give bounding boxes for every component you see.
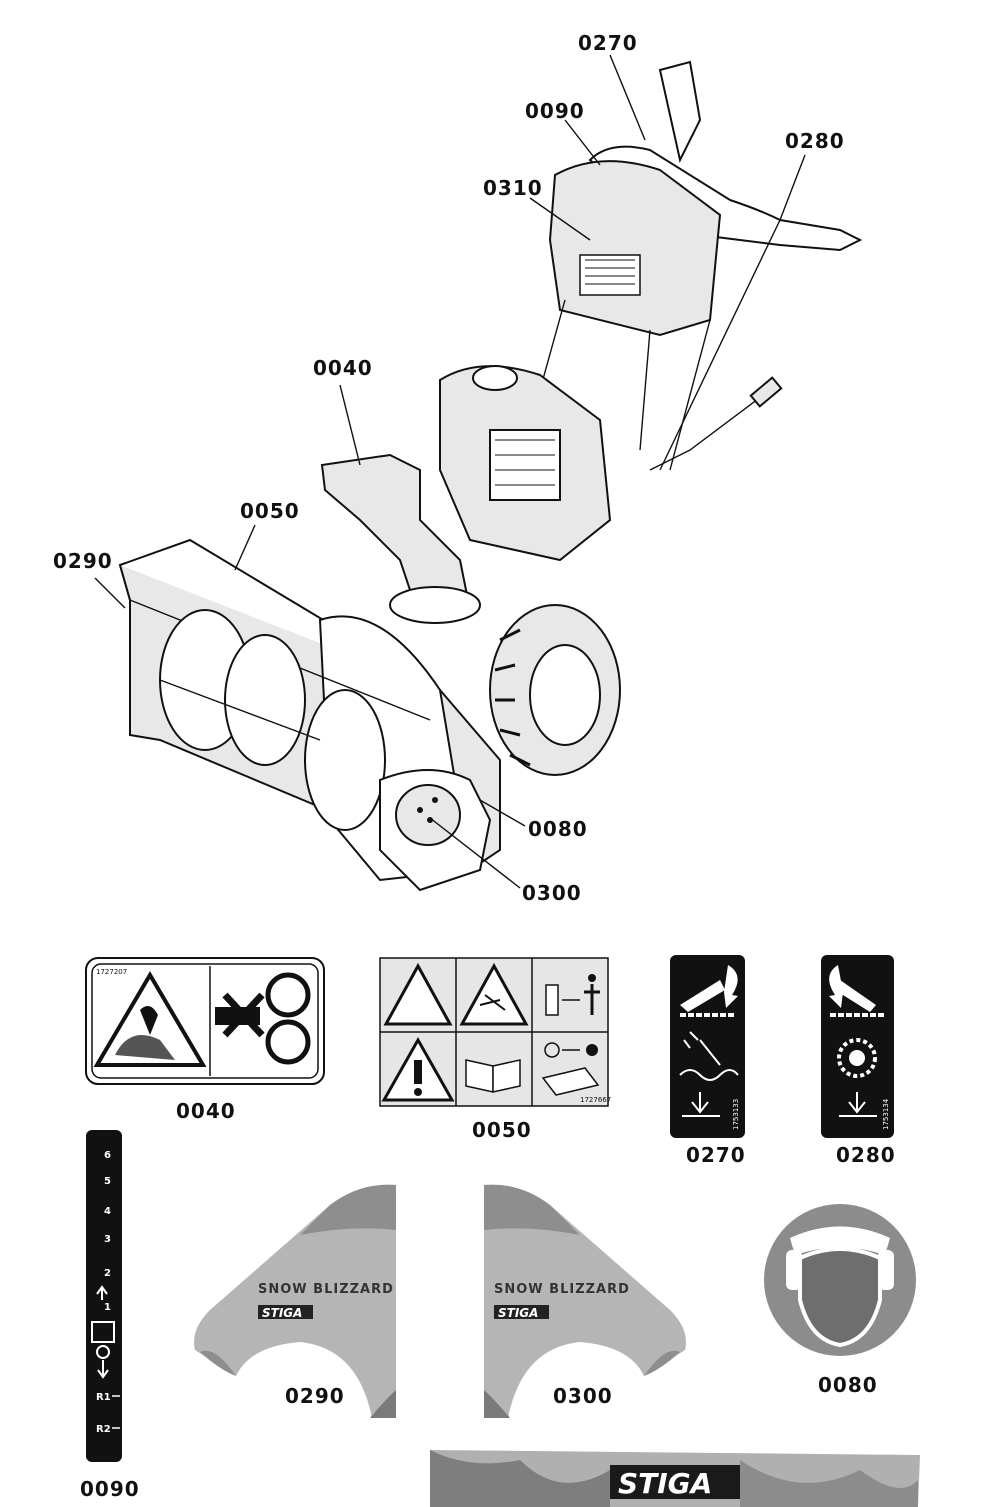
gear-4: 4 [104,1206,111,1217]
decal-0300-label: 0300 [553,1384,613,1408]
decal-0270: 1753133 0270 [670,955,746,1167]
decal-0080-label: 0080 [818,1373,878,1397]
down-arrow-icon [839,1092,877,1117]
decal-0290-label: 0290 [285,1384,345,1408]
lever-down-icon [835,980,876,1012]
callout-0270: 0270 [578,31,638,55]
gear-r1: R1 [96,1392,111,1403]
decal-0040: 1727207 0040 [85,957,325,1123]
decal-0040-code: 1727207 [96,968,127,976]
decal-0280-code: 1753134 [882,1098,890,1130]
gear-r2: R2 [96,1424,111,1435]
decal-0050-code: 1727667 [580,1096,611,1104]
decal-0290-brand: SNOW BLIZZARD [258,1282,394,1297]
ear-protection-icon [786,1226,894,1348]
decal-0050-label: 0050 [472,1118,532,1142]
decal-0050: 1727667 0050 [379,957,611,1142]
remove-key-icon [541,1042,600,1096]
decal-0090-label: 0090 [80,1477,140,1501]
leader-lines [94,54,806,889]
decal-banner: STIGA [430,1450,920,1507]
auger-engaged-icon [679,1031,739,1081]
gear-3: 3 [104,1234,111,1245]
lever-up-icon [680,980,725,1012]
decal-0280: 1753134 0280 [821,955,896,1167]
callout-0280: 0280 [785,129,845,153]
auger-hand-icon [115,1035,175,1060]
decal-0090: 6 5 4 3 2 1 R1 R2 0090 [80,1130,140,1501]
callout-0310: 0310 [483,176,543,200]
gear-6: 6 [104,1150,111,1161]
operator-icon [91,1321,115,1379]
decal-0290: SNOW BLIZZARD STIGA 0290 [194,1184,396,1418]
callout-0290: 0290 [53,549,113,573]
gear-5: 5 [104,1176,111,1187]
callout-labels: 0270 0090 0280 0310 0040 0050 0290 0080 … [53,31,845,905]
read-manual-icon [465,1059,521,1093]
gear-1: 1 [104,1302,111,1313]
callout-0090: 0090 [525,99,585,123]
warning-person-struck-icon [459,962,529,1026]
callout-0080: 0080 [528,817,588,841]
decal-0040-label: 0040 [176,1099,236,1123]
banner-logo: STIGA [618,1467,712,1500]
forward-arrow-icon [96,1285,108,1300]
wheel-drive-icon [837,1038,877,1078]
decal-0080: 0080 [764,1204,916,1397]
decal-0300-brand: SNOW BLIZZARD [494,1282,630,1297]
decal-0270-code: 1753133 [732,1099,740,1130]
callout-0040: 0040 [313,356,373,380]
callout-0050: 0050 [240,499,300,523]
down-arrow-icon [682,1092,720,1117]
no-hands-auger-icon [215,972,311,1065]
decal-0300-logo: STIGA [498,1306,538,1320]
decal-0280-label: 0280 [836,1143,896,1167]
gear-2: 2 [104,1268,111,1279]
decal-0290-logo: STIGA [262,1306,302,1320]
keep-distance-icon [545,974,600,1016]
decal-0300: SNOW BLIZZARD STIGA 0300 [484,1184,686,1418]
warning-thrown-objects-icon [383,962,453,1026]
callout-0300: 0300 [522,881,582,905]
snow-thrower-illustration [118,60,863,892]
decal-0270-label: 0270 [686,1143,746,1167]
